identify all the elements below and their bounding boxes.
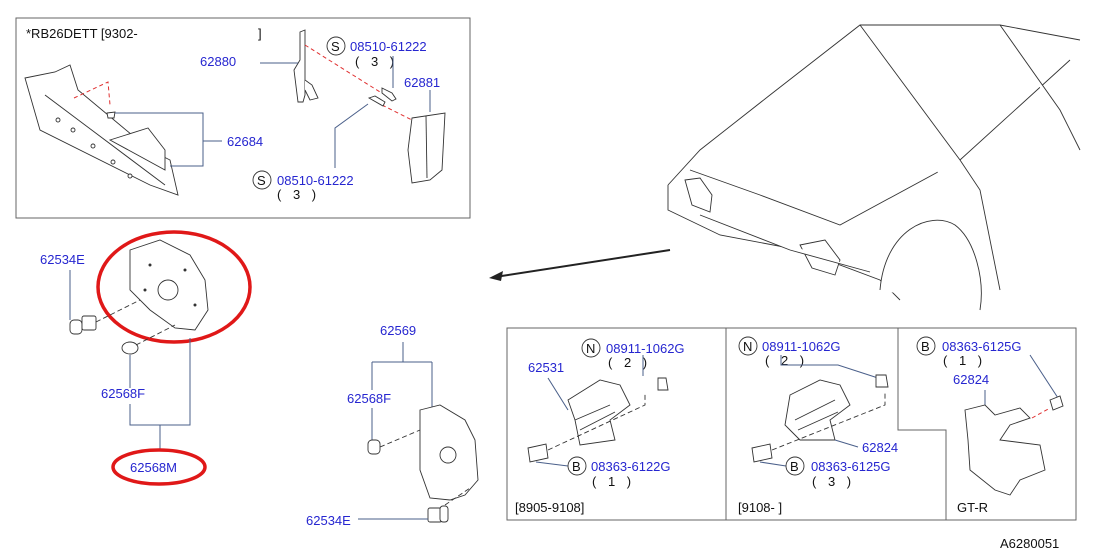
highlight-ellipse-62568M xyxy=(111,448,207,486)
part-62569[interactable]: 62569 xyxy=(380,323,416,338)
quantity: ( 3 ) xyxy=(277,187,320,202)
gtr-bracket-drawing xyxy=(964,395,1064,496)
top-inset-frame xyxy=(15,17,471,219)
bracket-62824-drawing xyxy=(751,374,889,463)
part-62534E[interactable]: 62534E xyxy=(306,513,351,528)
bolt-symbol: B xyxy=(790,459,799,474)
undercover-plate-drawing xyxy=(367,404,479,523)
part-62534E[interactable]: 62534E xyxy=(40,252,85,267)
side-bracket-62881-drawing xyxy=(407,112,446,184)
grille-panel-drawing xyxy=(24,64,179,196)
variant-label: *RB26DETT [9302- xyxy=(26,26,138,41)
screw-symbol-circle xyxy=(326,36,346,56)
highlight-ellipse-plate xyxy=(96,230,252,344)
part-08363-6125G[interactable]: 08363-6125G xyxy=(942,339,1022,354)
side-bracket-62880-drawing xyxy=(293,29,319,103)
bolt-symbol-circle xyxy=(567,456,587,476)
range-label: GT-R xyxy=(957,500,988,515)
screw-symbol-circle xyxy=(252,170,272,190)
bolt-symbol: B xyxy=(572,459,581,474)
screw-symbol: S xyxy=(331,39,340,54)
quantity: ( 1 ) xyxy=(592,474,635,489)
range-label: [9108- ] xyxy=(738,500,782,515)
part-62531[interactable]: 62531 xyxy=(528,360,564,375)
quantity: ( 3 ) xyxy=(812,474,855,489)
quantity: ( 2 ) xyxy=(608,355,651,370)
variant-panels-frame xyxy=(506,327,1077,521)
nut-symbol: N xyxy=(743,339,752,354)
part-62881[interactable]: 62881 xyxy=(404,75,440,90)
bolt-symbol-circle xyxy=(785,456,805,476)
undercover-plate-drawing xyxy=(129,239,209,331)
part-08363-6125G[interactable]: 08363-6125G xyxy=(811,459,891,474)
range-label: [8905-9108] xyxy=(515,500,584,515)
diagram-id: A6280051 xyxy=(1000,536,1059,551)
bolt-symbol: B xyxy=(921,339,930,354)
part-62568M[interactable]: 62568M xyxy=(130,460,177,475)
nut-symbol: N xyxy=(586,341,595,356)
part-62568F[interactable]: 62568F xyxy=(101,386,145,401)
variant-label-close: ] xyxy=(258,26,262,41)
part-62824[interactable]: 62824 xyxy=(862,440,898,455)
part-62568F[interactable]: 62568F xyxy=(347,391,391,406)
nut-symbol-circle xyxy=(581,338,601,358)
arrow-head-icon xyxy=(489,271,503,281)
part-62880[interactable]: 62880 xyxy=(200,54,236,69)
bracket-62531-drawing xyxy=(527,377,669,463)
clip-icon xyxy=(69,315,139,355)
car-front-drawing xyxy=(667,24,1081,311)
part-62684[interactable]: 62684 xyxy=(227,134,263,149)
screw-icon xyxy=(367,87,397,107)
quantity: ( 2 ) xyxy=(765,353,808,368)
bolt-symbol-circle xyxy=(916,336,936,356)
quantity: ( 3 ) xyxy=(355,54,398,69)
part-08510-61222[interactable]: 08510-61222 xyxy=(350,39,427,54)
part-08911-1062G[interactable]: 08911-1062G xyxy=(606,341,685,356)
part-08510-61222[interactable]: 08510-61222 xyxy=(277,173,354,188)
part-08363-6122G[interactable]: 08363-6122G xyxy=(591,459,671,474)
callout-arrow xyxy=(494,249,671,278)
screw-symbol: S xyxy=(257,173,266,188)
part-08911-1062G[interactable]: 08911-1062G xyxy=(762,339,841,354)
nut-symbol-circle xyxy=(738,336,758,356)
part-62824[interactable]: 62824 xyxy=(953,372,989,387)
quantity: ( 1 ) xyxy=(943,353,986,368)
